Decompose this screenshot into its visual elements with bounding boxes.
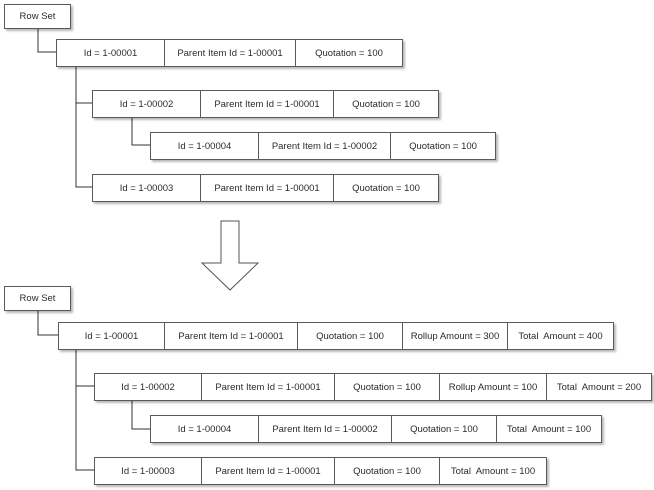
parent-id-cell: Parent Item Id = 1-00001 xyxy=(201,175,334,201)
tree-row-after-1: Id = 1-00001 Parent Item Id = 1-00001 Qu… xyxy=(58,322,614,350)
parent-id-cell: Parent Item Id = 1-00001 xyxy=(165,323,298,349)
tree-row-before-3: Id = 1-00004 Parent Item Id = 1-00002 Qu… xyxy=(150,132,496,160)
id-cell: Id = 1-00002 xyxy=(93,91,201,117)
id-cell: Id = 1-00003 xyxy=(93,175,201,201)
id-cell: Id = 1-00001 xyxy=(57,40,165,66)
row-set-root-before: Row Set xyxy=(4,4,71,29)
quotation-cell: Quotation = 100 xyxy=(392,416,497,442)
connector-row1-row2-b xyxy=(75,349,94,387)
tree-row-before-4: Id = 1-00003 Parent Item Id = 1-00001 Qu… xyxy=(92,174,439,202)
connector-row2-row4-b xyxy=(131,400,150,430)
parent-id-cell: Parent Item Id = 1-00002 xyxy=(259,133,391,159)
quotation-cell: Quotation = 100 xyxy=(298,323,403,349)
connector-row1-row3 xyxy=(75,103,92,188)
total-amount-cell: Total Amount = 400 xyxy=(518,330,603,342)
total-amount-cell: Total Amount = 100 xyxy=(450,465,536,477)
tree-row-after-2: Id = 1-00002 Parent Item Id = 1-00001 Qu… xyxy=(94,373,652,401)
rollup-amount-cell: Rollup Amount = 100 xyxy=(440,374,547,400)
id-cell: Id = 1-00004 xyxy=(151,133,259,159)
parent-id-cell: Parent Item Id = 1-00002 xyxy=(259,416,392,442)
parent-id-cell: Parent Item Id = 1-00001 xyxy=(202,374,335,400)
tree-row-before-1: Id = 1-00001 Parent Item Id = 1-00001 Qu… xyxy=(56,39,403,67)
quotation-cell: Quotation = 100 xyxy=(335,458,440,484)
connector-row2-row4 xyxy=(131,117,150,146)
rollup-amount-cell: Rollup Amount = 300 xyxy=(403,323,508,349)
quotation-cell: Quotation = 100 xyxy=(409,140,477,152)
id-cell: Id = 1-00004 xyxy=(151,416,259,442)
parent-id-cell: Parent Item Id = 1-00001 xyxy=(165,40,296,66)
quotation-cell: Quotation = 100 xyxy=(352,98,420,110)
quotation-cell: Quotation = 100 xyxy=(315,47,383,59)
connector-root-row1 xyxy=(37,29,56,53)
tree-row-after-3: Id = 1-00004 Parent Item Id = 1-00002 Qu… xyxy=(150,415,602,443)
connector-row1-row2 xyxy=(75,66,92,104)
tree-row-before-2: Id = 1-00002 Parent Item Id = 1-00001 Qu… xyxy=(92,90,439,118)
connector-row1-row3-b xyxy=(75,386,94,471)
total-amount-cell: Total Amount = 100 xyxy=(506,423,592,435)
tree-row-after-4: Id = 1-00003 Parent Item Id = 1-00001 Qu… xyxy=(94,457,547,485)
quotation-cell: Quotation = 100 xyxy=(335,374,440,400)
id-cell: Id = 1-00003 xyxy=(95,458,202,484)
row-set-root-after: Row Set xyxy=(4,286,71,311)
parent-id-cell: Parent Item Id = 1-00001 xyxy=(202,458,335,484)
down-arrow-icon xyxy=(200,220,260,291)
id-cell: Id = 1-00002 xyxy=(95,374,202,400)
connector-root-row1-b xyxy=(37,311,58,336)
quotation-cell: Quotation = 100 xyxy=(352,182,420,194)
parent-id-cell: Parent Item Id = 1-00001 xyxy=(201,91,334,117)
total-amount-cell: Total Amount = 200 xyxy=(556,381,642,393)
id-cell: Id = 1-00001 xyxy=(59,323,165,349)
